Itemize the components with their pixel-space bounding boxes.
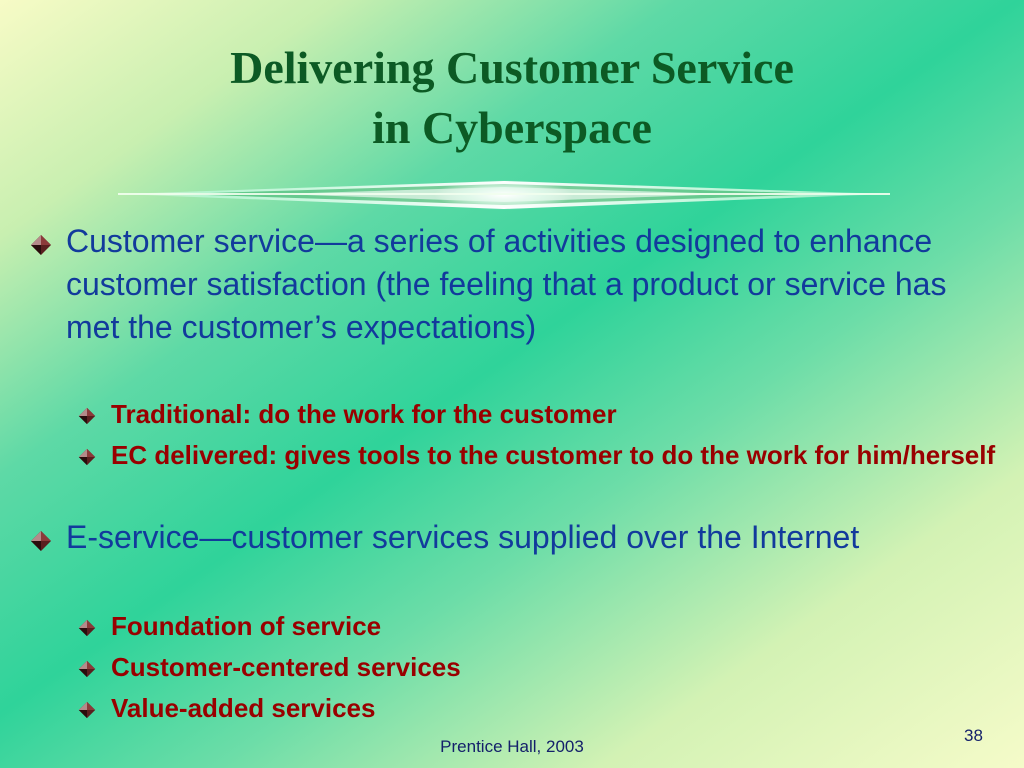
page-number: 38 [964, 726, 983, 745]
diamond-bullet-icon [78, 407, 96, 425]
diamond-bullet-icon [31, 235, 51, 255]
sub-bullet-value-added: Value-added services [78, 692, 1008, 725]
bullet-text: Customer service—a series of activities … [66, 223, 947, 345]
sub-bullet-ec-delivered: EC delivered: gives tools to the custome… [78, 439, 1008, 472]
bullet-text: E-service—customer services supplied ove… [66, 519, 860, 555]
diamond-bullet-icon [78, 448, 96, 466]
diamond-bullet-icon [78, 660, 96, 678]
title-line-1: Delivering Customer Service [230, 42, 794, 93]
diamond-bullet-icon [78, 701, 96, 719]
bullet-e-service: E-service—customer services supplied ove… [30, 516, 1005, 559]
glowing-divider-line [118, 180, 890, 210]
sub-bullet-text: Traditional: do the work for the custome… [111, 399, 617, 429]
title-line-2: in Cyberspace [372, 102, 652, 153]
diamond-bullet-icon [78, 619, 96, 637]
footer-text: Prentice Hall, 2003 [440, 737, 584, 756]
slide-title: Delivering Customer Service in Cyberspac… [0, 38, 1024, 158]
sub-bullet-traditional: Traditional: do the work for the custome… [78, 398, 1008, 431]
sub-bullet-text: Value-added services [111, 693, 376, 723]
sub-bullet-customer-centered: Customer-centered services [78, 651, 1008, 684]
sub-bullet-foundation: Foundation of service [78, 610, 1008, 643]
sub-bullet-text: EC delivered: gives tools to the custome… [111, 440, 996, 470]
diamond-bullet-icon [31, 531, 51, 551]
sub-bullet-text: Customer-centered services [111, 652, 461, 682]
sub-bullet-text: Foundation of service [111, 611, 382, 641]
bullet-customer-service: Customer service—a series of activities … [30, 220, 1005, 349]
